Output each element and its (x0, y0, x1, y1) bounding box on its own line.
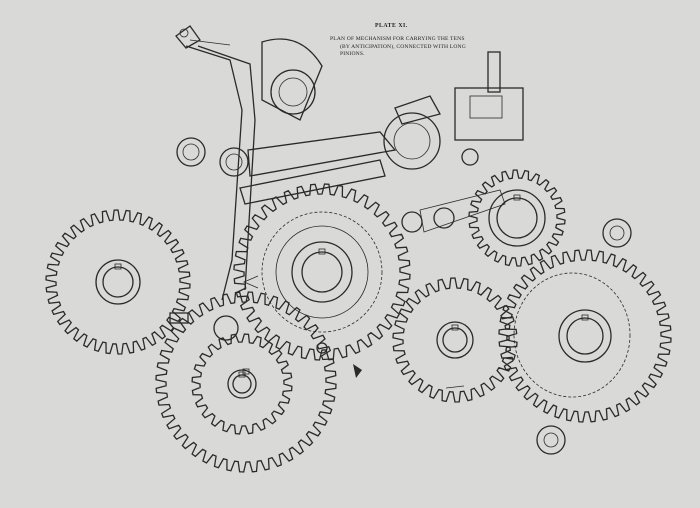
pivot-left (176, 137, 206, 167)
right-lug-top-hole (609, 225, 625, 241)
plate-number: PLATE XI. (375, 23, 408, 29)
left-wheel-bore (102, 266, 134, 298)
right-wheel-hub (558, 309, 612, 363)
central-wheel-keyway (318, 248, 326, 255)
center-right-wheel (392, 277, 518, 403)
right-wheel-bore (566, 317, 604, 355)
upper-right-wheel (468, 169, 566, 267)
center-right-wheel-bore (442, 327, 468, 353)
central-wheel-ring (275, 225, 369, 319)
small-pivot (401, 211, 423, 233)
upper-bearing (383, 112, 441, 170)
lower-left-pinion-bore (232, 374, 252, 394)
upper-right-wheel-keyway (513, 194, 521, 201)
right-lug-top (602, 218, 632, 248)
bell-crank-pivot (213, 315, 239, 341)
central-wheel-bore (301, 251, 343, 293)
direction-marker (353, 364, 362, 378)
small-pivot-2 (433, 207, 455, 229)
lower-left-wheel (155, 291, 337, 473)
right-lug-bottom-hole (543, 432, 559, 448)
connecting-rod-lower (239, 159, 386, 205)
slide-block-window (469, 95, 503, 119)
right-lug-bottom (536, 425, 566, 455)
locking-bar (169, 312, 189, 324)
connecting-rod-upper (247, 131, 397, 177)
upper-bearing-bore (393, 122, 431, 160)
center-right-wheel-keyway (451, 324, 459, 331)
sector-bearing-bore (278, 77, 308, 107)
pivot-right (219, 147, 249, 177)
central-wheel (233, 183, 411, 361)
left-wheel (45, 209, 191, 355)
central-wheel-pitch-dashed (261, 211, 383, 333)
center-right-wheel-hub (436, 321, 474, 359)
caption-line-1: PLAN OF MECHANISM FOR CARRYING THE TENS (330, 36, 465, 42)
right-wheel (498, 249, 672, 423)
slide-pin (461, 148, 479, 166)
right-wheel-cam-dashed (513, 272, 631, 398)
pawl (242, 275, 259, 289)
pivot-right-hole (225, 153, 243, 171)
sector-plate (261, 38, 323, 121)
upper-lever-left (185, 45, 243, 301)
central-wheel-hub (291, 241, 353, 303)
slide-rod (487, 51, 501, 93)
right-wheel-keyway (581, 314, 589, 321)
plate-caption: PLAN OF MECHANISM FOR CARRYING THE TENS … (330, 36, 660, 59)
left-wheel-hub (95, 259, 141, 305)
caption-line-2: (BY ANTICIPATION), CONNECTED WITH LONG (340, 43, 466, 50)
slide-block (454, 87, 524, 141)
lower-left-pinion-keyway (238, 371, 246, 378)
left-wheel-keyway (114, 263, 122, 270)
caption-line-3: PINIONS. (340, 51, 365, 58)
lower-left-pinion-hub (227, 369, 257, 399)
lever-link (189, 39, 231, 46)
upper-bearing-lug (394, 95, 441, 125)
pivot-left-hole (182, 143, 200, 161)
sector-bearing (270, 69, 316, 115)
upper-right-wheel-hub (488, 189, 546, 247)
lever-tip (175, 25, 201, 49)
lower-left-pinion (191, 333, 293, 435)
upper-lever-right (197, 45, 256, 291)
short-link (419, 189, 506, 233)
lower-stud (316, 342, 328, 354)
upper-right-wheel-bore (496, 197, 538, 239)
lever-tip-hole (179, 28, 189, 38)
double-arrow (445, 385, 465, 389)
